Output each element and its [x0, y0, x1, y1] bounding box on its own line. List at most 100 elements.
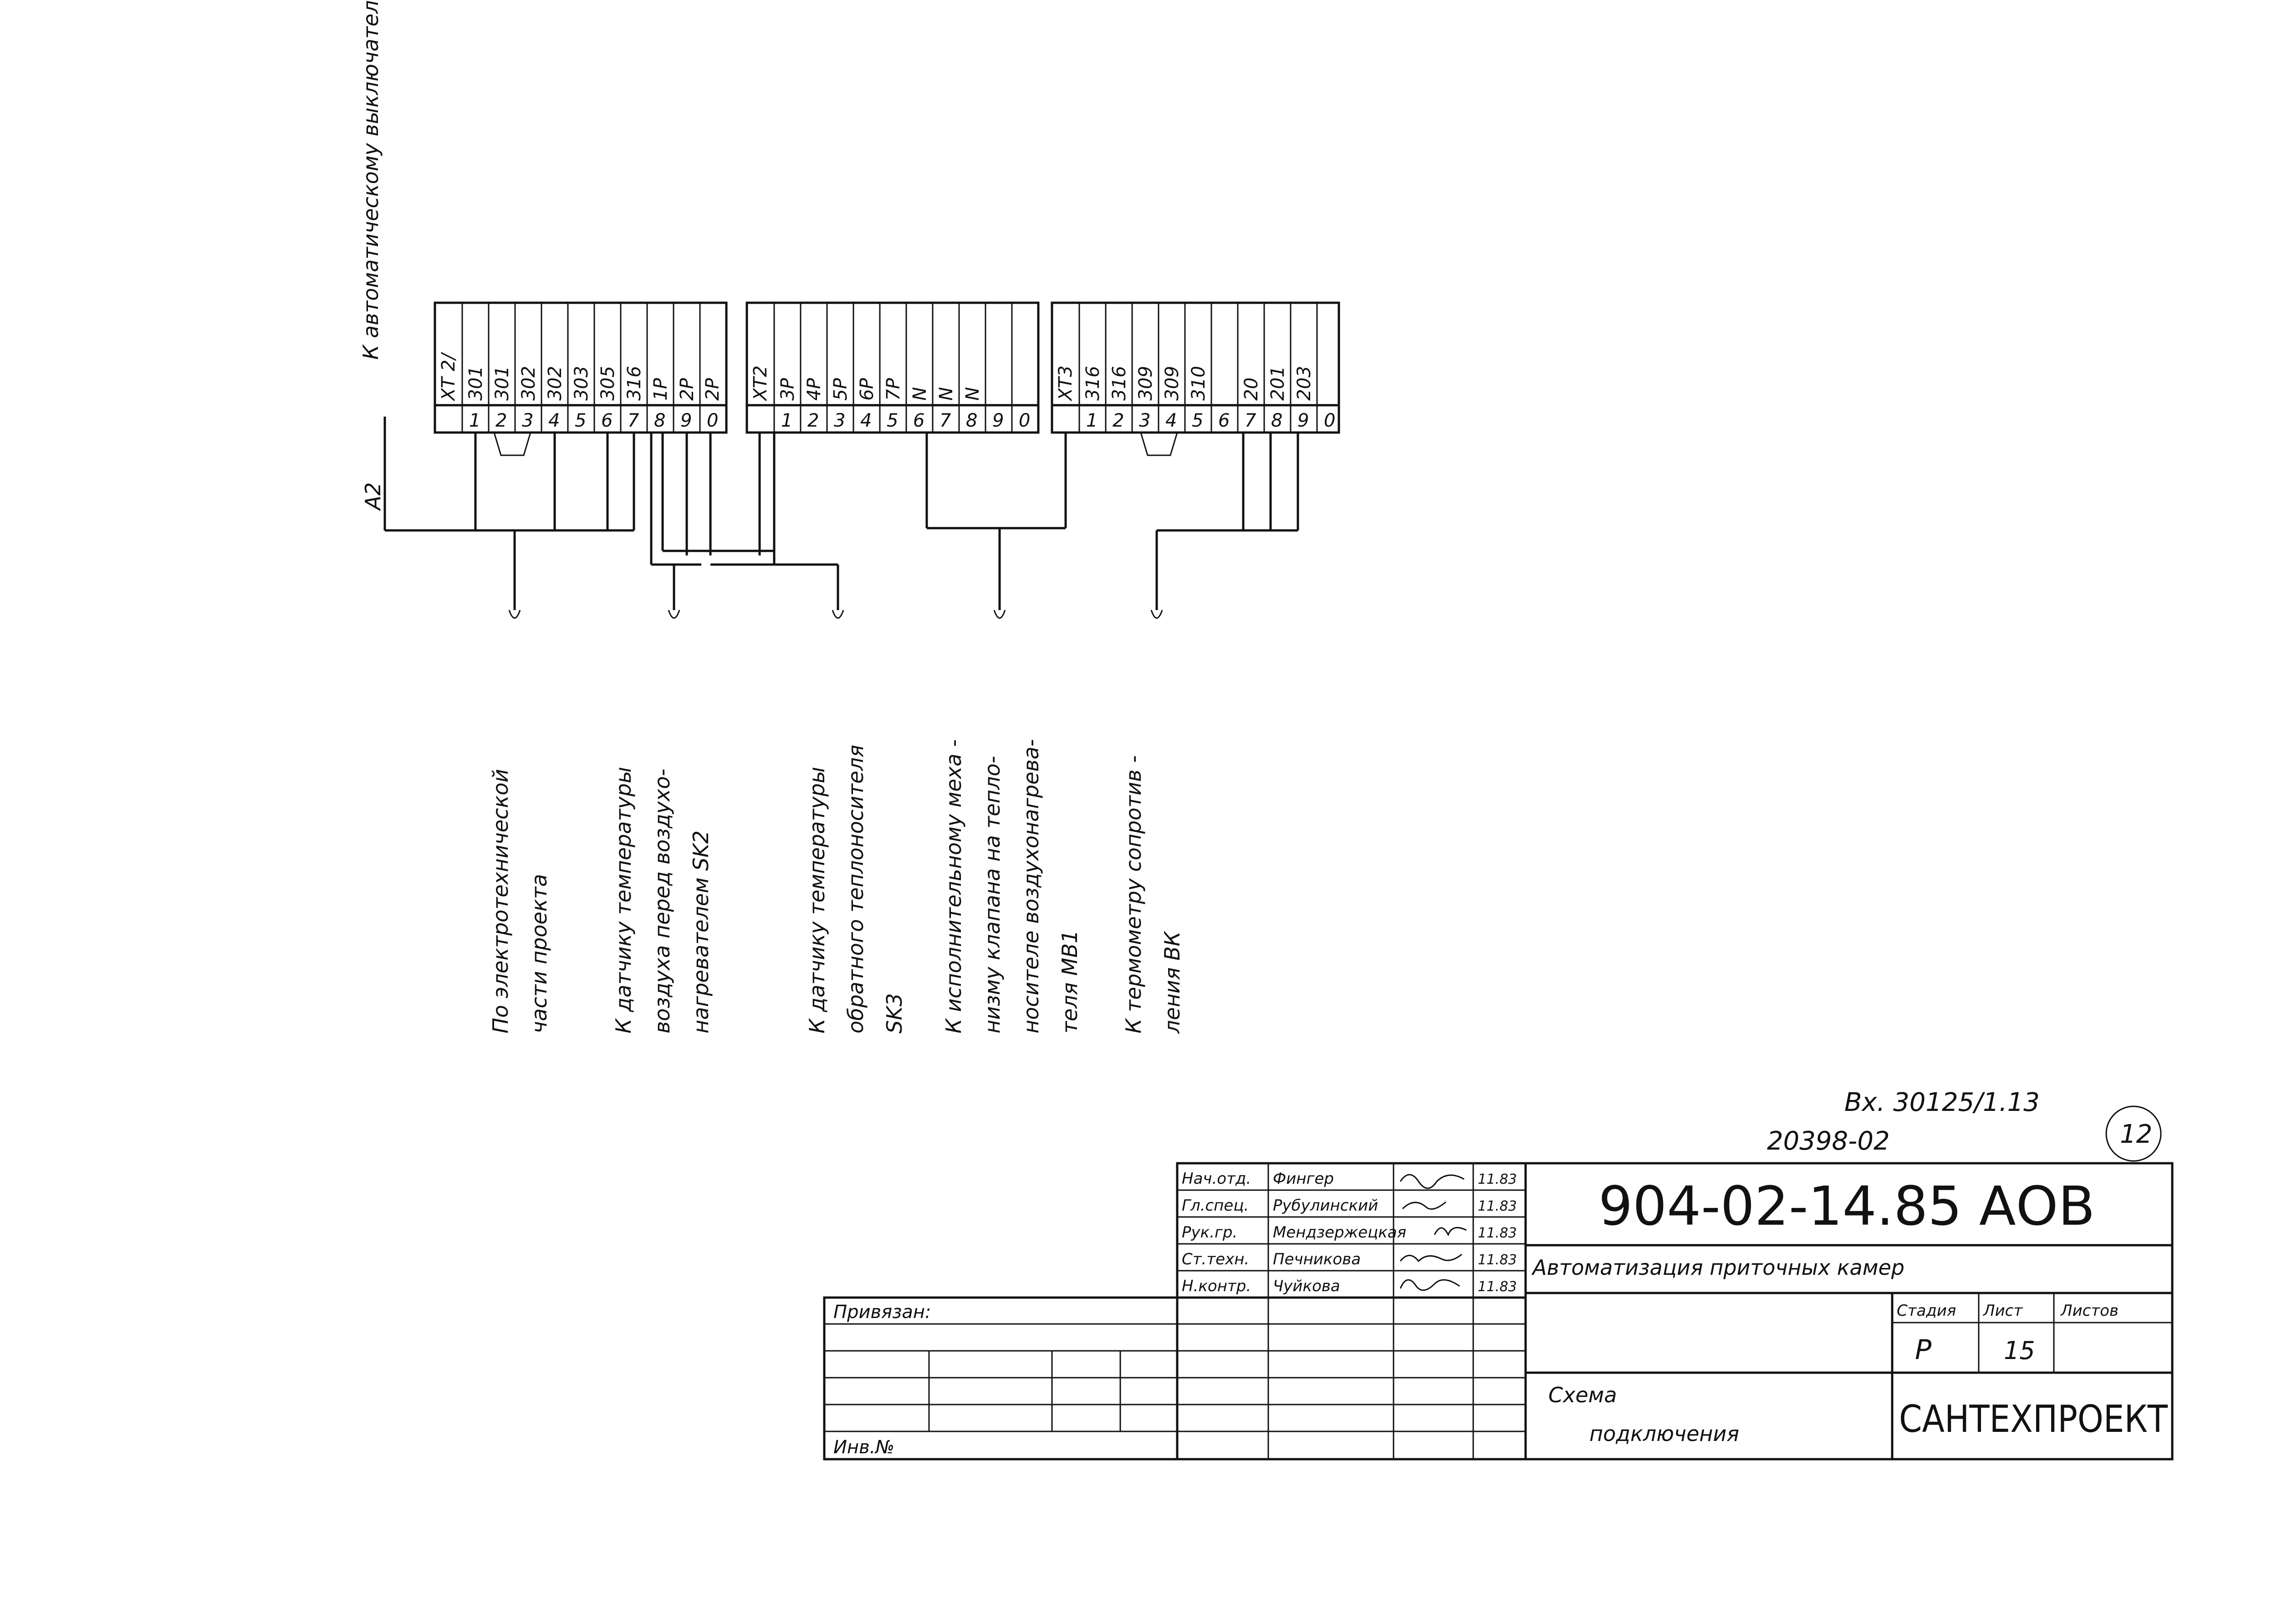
strip3-terminal: 6: [1218, 410, 1230, 431]
feed-label: К автоматическому выключателю SF: [358, 0, 383, 360]
strip2-terminal: 6: [913, 410, 924, 431]
wiring: [474, 433, 1299, 619]
strip1-mark: 303: [571, 366, 592, 401]
strip2-terminal: 4: [860, 410, 872, 431]
terminal-strip-3: ХТ3 316 316 309 309 310 20 201 203 1 2 3…: [1051, 301, 1340, 456]
inv-label: Инв.№: [833, 1437, 894, 1458]
strip3-mark: 203: [1294, 366, 1315, 401]
strip3-terminal: 9: [1297, 410, 1309, 431]
strip3-terminal: 7: [1245, 410, 1256, 431]
dest-5-label: К термометру сопротив - ления ВК: [1121, 748, 1184, 1034]
strip2-terminal: 5: [887, 410, 898, 431]
signature-5: [1399, 1279, 1460, 1291]
strip3-terminal: 8: [1271, 410, 1282, 431]
strip2-terminal: 1: [781, 410, 792, 431]
staff-table: Нач.отд. Фингер 11.83 Гл.спец. Рубулинск…: [1182, 1170, 1517, 1295]
dest-4-label: К исполнительному меха - низму клапана н…: [941, 733, 1082, 1033]
strip1-terminal: 7: [628, 410, 639, 431]
strip2-mark: N: [962, 387, 983, 401]
strip2-terminal: 2: [807, 410, 819, 431]
staff-date: 11.83: [1478, 1279, 1517, 1295]
signature-4: [1399, 1253, 1462, 1263]
strip2-terminal: 3: [834, 410, 845, 431]
inv-number: 20398-02: [1767, 1126, 1890, 1156]
sheet-value: 15: [2004, 1336, 2035, 1365]
strip3-mark: 309: [1135, 366, 1156, 401]
strip3-mark: 20: [1241, 377, 1262, 401]
strip2-mark: 4Р: [804, 378, 825, 401]
staff-date: 11.83: [1478, 1252, 1517, 1268]
strip3-terminal: 1: [1086, 410, 1098, 431]
strip1-terminal: 1: [469, 410, 480, 431]
staff-date: 11.83: [1478, 1171, 1517, 1187]
sheet-circle: 12: [2105, 1105, 2162, 1162]
strip1-mark: 2Р: [677, 378, 698, 401]
strip1-terminal: 2: [495, 410, 507, 431]
staff-role: Гл.спец.: [1182, 1196, 1249, 1215]
strip2-terminal: 7: [939, 410, 951, 431]
strip2-mark: N: [909, 387, 930, 401]
strip1-terminal: 3: [522, 410, 533, 431]
terminal-strip-1: ХТ 2/ 301 301 302 302 303 305 316 1Р 2Р …: [434, 301, 728, 456]
title-block: Вх. 30125/1.13 20398-02 12: [823, 1088, 2174, 1461]
terminal-strip-2: ХТ2 3Р 4Р 5Р 6Р 7Р N N N 1 2 3 4 5 6 7 8…: [745, 301, 1040, 434]
strip1-mark: 301: [465, 366, 486, 401]
signature-1: [1399, 1174, 1465, 1189]
strip3-terminal: 5: [1192, 410, 1203, 431]
strip2-mark: 7Р: [883, 378, 904, 401]
strip1-terminal: 4: [548, 410, 560, 431]
staff-name: Печникова: [1273, 1250, 1361, 1268]
strip3-mark: 201: [1267, 366, 1288, 401]
a2-label: А2: [361, 482, 385, 511]
stamp-top: Вх. 30125/1.13: [1844, 1088, 2040, 1117]
staff-name: Чуйкова: [1273, 1277, 1340, 1295]
strip1-terminal: 5: [575, 410, 586, 431]
drawing-title-line-1: Схема: [1548, 1383, 1617, 1407]
staff-role: Н.контр.: [1182, 1277, 1251, 1295]
strip2-mark: 6Р: [857, 378, 878, 401]
signature-2: [1402, 1201, 1446, 1210]
staff-name: Мендзержецкая: [1273, 1223, 1406, 1242]
strip3-terminal: 4: [1165, 410, 1177, 431]
strip1-mark: 316: [624, 366, 645, 401]
stage-label: Стадия: [1897, 1302, 1956, 1320]
dest-2-label: К датчику температуры воздуха перед возд…: [611, 760, 713, 1034]
staff-role: Рук.гр.: [1182, 1223, 1237, 1242]
project-title: Автоматизация приточных камер: [1531, 1255, 1904, 1280]
strip1-terminal: 0: [707, 410, 718, 431]
doc-code: 904-02-14.85 АОВ: [1598, 1175, 2095, 1237]
strip3-terminal: 0: [1324, 410, 1335, 431]
dest-1-label: По электротехнической части проекта: [488, 762, 551, 1033]
strip1-terminal: 6: [601, 410, 613, 431]
stage-value: Р: [1915, 1334, 1932, 1366]
strip1-mark: 2Р: [702, 378, 723, 401]
strip3-mark: ХТ3: [1055, 366, 1076, 402]
staff-name: Фингер: [1273, 1170, 1334, 1188]
privyazan-label: Привязан:: [833, 1302, 931, 1323]
strip2-terminal: 9: [992, 410, 1004, 431]
staff-date: 11.83: [1478, 1198, 1517, 1214]
strip2-terminal: 8: [966, 410, 977, 431]
strip3-mark: 310: [1188, 366, 1209, 401]
dest-3-label: К датчику температуры обратного теплонос…: [805, 738, 907, 1033]
signature-3: [1434, 1227, 1467, 1237]
drawing-title-line-2: подключения: [1589, 1421, 1739, 1446]
destination-labels: По электротехнической части проекта К да…: [488, 733, 1184, 1034]
strip2-terminal: 0: [1019, 410, 1030, 431]
sheets-label: Листов: [2060, 1302, 2119, 1320]
staff-role: Нач.отд.: [1182, 1170, 1251, 1188]
strip3-terminal: 3: [1139, 410, 1150, 431]
staff-date: 11.83: [1478, 1225, 1517, 1241]
strip3-mark: 316: [1109, 366, 1130, 401]
strip1-mark: 301: [492, 366, 513, 401]
connection-diagram: К автоматическому выключателю SF А2 ХТ 2…: [358, 0, 1340, 1034]
strip1-mark: ХТ 2/: [438, 351, 459, 402]
strip2-mark: 5Р: [830, 378, 851, 401]
strip1-mark: 305: [597, 366, 618, 401]
strip3-mark: 316: [1082, 366, 1103, 401]
svg-text:12: 12: [2120, 1120, 2152, 1149]
strip2-mark: 3Р: [777, 378, 798, 401]
strip3-terminal: 2: [1113, 410, 1124, 431]
strip2-mark: ХТ2: [750, 366, 771, 402]
